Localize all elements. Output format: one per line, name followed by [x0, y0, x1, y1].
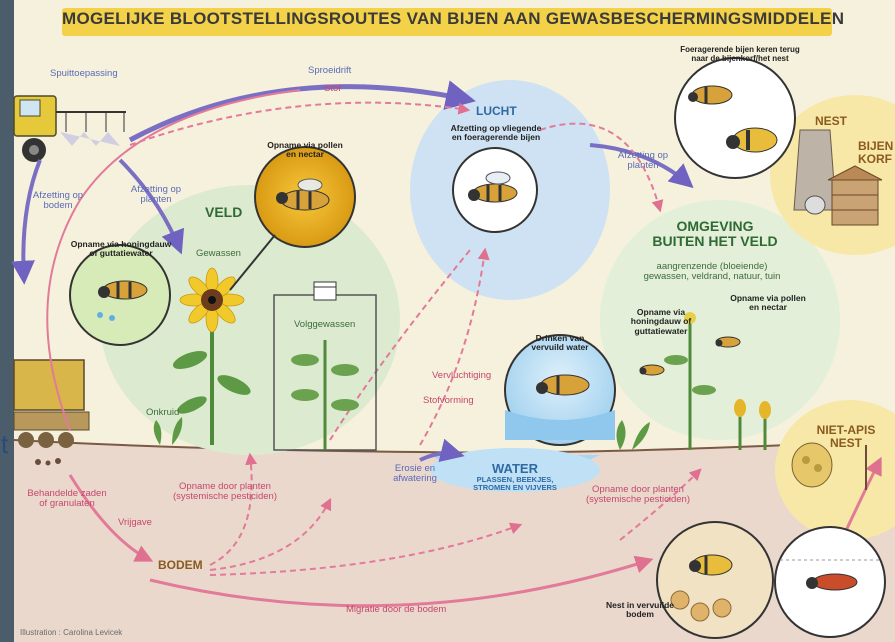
label-gewassen: Gewassen	[196, 249, 241, 259]
label-spuittoepassing: Spuittoepassing	[50, 69, 118, 79]
credit-illustration: Illustration : Carolina Levicek	[20, 629, 122, 638]
edge-character: t	[1, 430, 8, 459]
label-vrijgave: Vrijgave	[118, 518, 152, 528]
label-opname-planten-links: Opname door planten(systemische pesticid…	[160, 482, 290, 503]
page-title: MOGELIJKE BLOOTSTELLINGSROUTES VAN BIJEN…	[62, 10, 832, 29]
label-migratie: Migratie door de bodem	[346, 605, 446, 615]
label-opname-planten-rechts: Opname door planten(systemische pesticid…	[578, 485, 698, 506]
calendar-icon	[314, 282, 336, 300]
label-vervluchtiging: Vervluchtiging	[432, 371, 491, 381]
label-stofvorming: Stofvorming	[423, 396, 474, 406]
label-sproeidrift: Sproeidrift	[308, 66, 351, 76]
label-water-sub: PLASSEN, BEEKJES,STROMEN EN VIJVERS	[460, 476, 570, 493]
label-veld: VELD	[205, 205, 242, 220]
label-bodem: BODEM	[158, 559, 203, 572]
label-onkruid: Onkruid	[146, 408, 179, 418]
vignette-returning-bees	[675, 58, 795, 178]
vignette-soil-nest-1	[657, 522, 773, 638]
label-volggewassen: Volggewassen	[294, 320, 355, 330]
label-nest: NEST	[815, 115, 847, 128]
label-aangrenzende: aangrenzende (bloeiende)gewassen, veldra…	[632, 262, 792, 283]
label-stof: Stof	[324, 84, 341, 94]
left-edge-strip	[0, 0, 14, 642]
label-lucht: LUCHT	[476, 105, 517, 118]
